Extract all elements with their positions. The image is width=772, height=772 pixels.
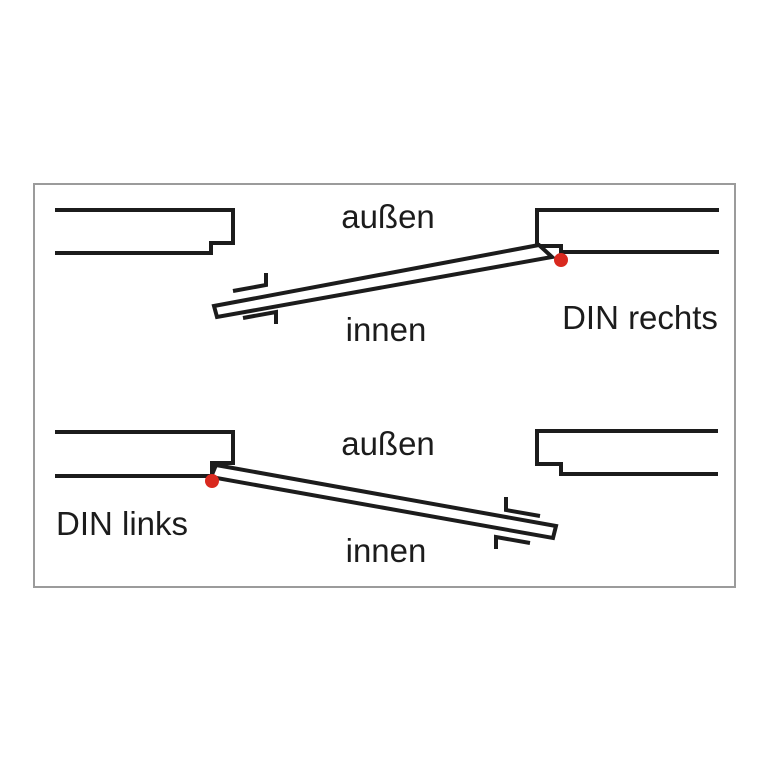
top-inside-label: innen — [345, 311, 427, 348]
bottom-door-leaf — [208, 462, 559, 541]
top-door-handle-outside — [232, 273, 268, 293]
top-door-handle-inside — [242, 309, 278, 324]
bottom-right-frame — [535, 429, 718, 476]
top-right-frame — [535, 208, 719, 254]
bottom-inside-label: innen — [345, 532, 427, 569]
top-outside-label: außen — [341, 198, 435, 235]
top-door-leaf — [211, 242, 557, 320]
bottom-handing-label: DIN links — [56, 505, 189, 542]
bottom-door-handle-outside — [504, 497, 541, 518]
bottom-hinge-dot — [205, 474, 219, 488]
bottom-outside-label: außen — [341, 425, 435, 462]
bottom-door-handle-inside — [494, 534, 531, 549]
top-left-frame — [55, 208, 235, 255]
bottom-left-frame — [55, 430, 235, 478]
top-handing-label: DIN rechts — [562, 299, 718, 336]
top-hinge-dot — [554, 253, 568, 267]
